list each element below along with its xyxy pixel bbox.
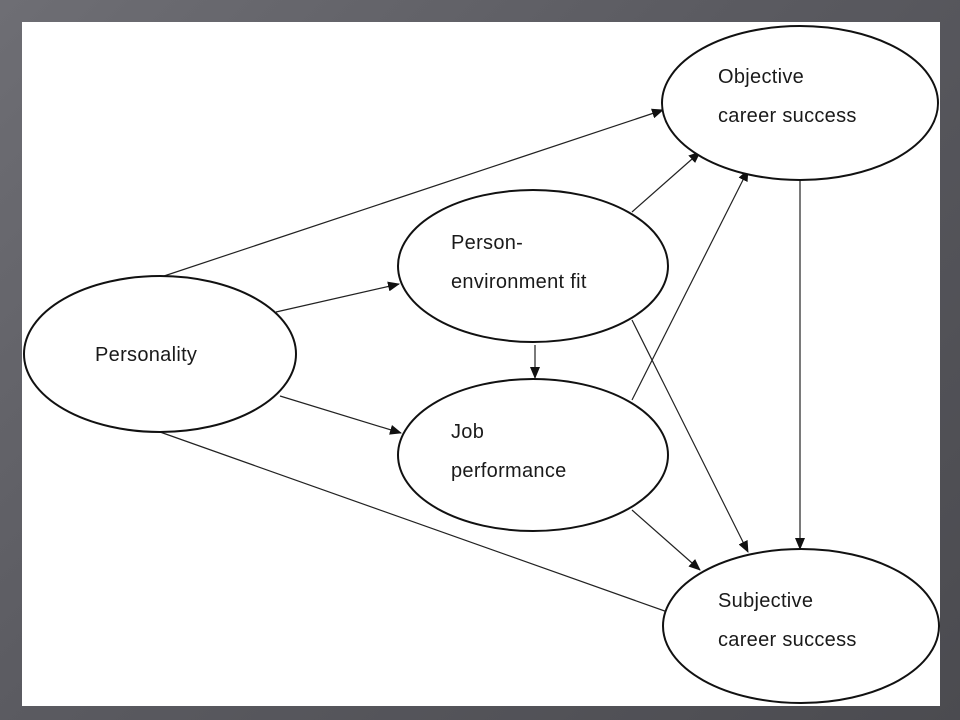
node-subjective-career-success: Subjective career success bbox=[662, 548, 940, 704]
node-objective-career-success-shape bbox=[661, 25, 939, 181]
node-objective-career-success-label-1: Objective bbox=[718, 66, 804, 88]
node-job-performance-label-2: performance bbox=[451, 460, 567, 482]
node-objective-career-success: Objective career success bbox=[661, 25, 939, 181]
arrow-personality-to-objective-career-success bbox=[157, 108, 664, 279]
arrow-job-performance-to-subjective-career-success bbox=[631, 509, 701, 571]
arrow-personality-to-person-environment-fit bbox=[275, 281, 400, 313]
node-subjective-career-success-label-2: career success bbox=[718, 629, 857, 651]
arrow-personality-to-job-performance bbox=[279, 395, 402, 435]
arrow-person-environment-fit-to-subjective-career-success bbox=[631, 319, 749, 553]
node-person-environment-fit-shape bbox=[397, 189, 669, 343]
node-job-performance-shape bbox=[397, 378, 669, 532]
node-subjective-career-success-shape bbox=[662, 548, 940, 704]
node-personality-shape bbox=[23, 275, 297, 433]
node-job-performance-label-1: Job bbox=[451, 421, 484, 443]
node-job-performance: Job performance bbox=[397, 378, 669, 532]
node-subjective-career-success-label-1: Subjective bbox=[718, 590, 813, 612]
node-objective-career-success-label-2: career success bbox=[718, 105, 857, 127]
arrow-personality-to-subjective-career-success bbox=[159, 431, 677, 617]
node-personality: Personality bbox=[23, 275, 297, 433]
arrow-person-environment-fit-to-objective-career-success bbox=[631, 151, 701, 213]
node-person-environment-fit-label-1: Person- bbox=[451, 232, 523, 254]
node-personality-label-1: Personality bbox=[95, 344, 197, 366]
edges-layer bbox=[157, 108, 805, 617]
node-person-environment-fit: Person- environment fit bbox=[397, 189, 669, 343]
arrow-job-performance-to-objective-career-success bbox=[631, 169, 749, 401]
node-person-environment-fit-label-2: environment fit bbox=[451, 271, 587, 293]
